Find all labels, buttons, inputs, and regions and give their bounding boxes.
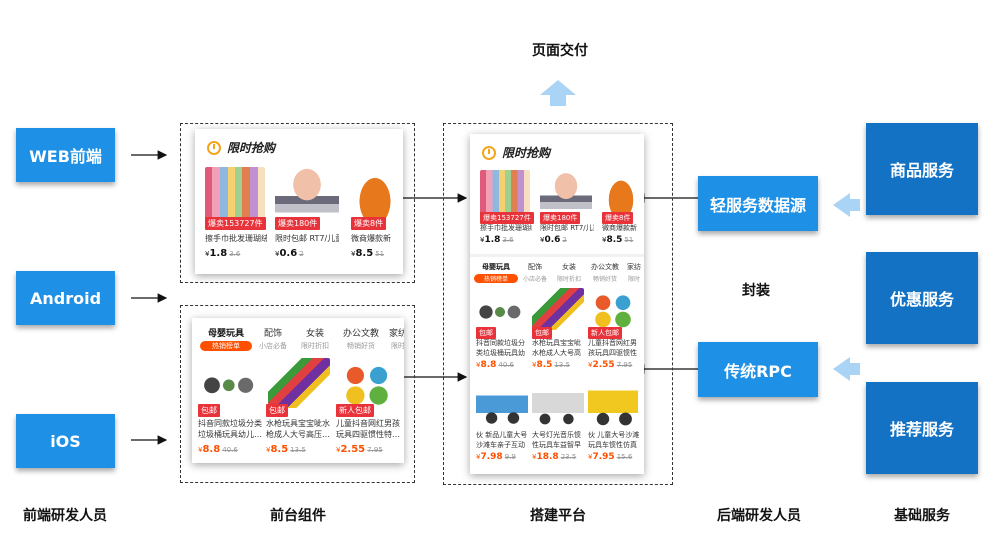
tab-womens-wear[interactable]: 女装限时折扣	[552, 262, 586, 283]
product-image	[351, 165, 399, 221]
discount-service-box: 优惠服务	[866, 252, 978, 344]
product-image	[200, 360, 260, 406]
tab-home-textiles[interactable]: 家纺限时	[386, 326, 404, 351]
flashsale-title: 限时抢购	[502, 144, 550, 161]
category-tabs: 母婴玩具热销榜单 配饰小店必备 女装限时折扣 办公文教畅销好货 家纺限时	[474, 262, 644, 283]
frontend-components-caption: 前台组件	[248, 505, 348, 525]
product-title: 抖音同款垃圾分类垃圾桶玩具幼儿…	[476, 338, 528, 358]
product-tag: 爆卖8件	[351, 217, 386, 230]
product-image	[205, 167, 265, 221]
section-divider	[470, 254, 644, 257]
product-image	[602, 170, 640, 216]
arrow-goods-to-lightservice	[833, 193, 860, 217]
category-tabs: 母婴玩具热销榜单 配饰小店必备 女装限时折扣 办公文教畅销好货 家纺限时	[200, 326, 404, 351]
product-title: 擦手巾批发珊瑚绒…	[205, 233, 267, 244]
product-title: 擦手巾批发珊瑚绒…	[480, 223, 532, 234]
product-tag: 爆卖180件	[275, 217, 320, 230]
product-image	[532, 288, 584, 330]
product-title: 伙 新品儿童大号沙滩车亲子互动便…	[476, 430, 528, 450]
product-image	[588, 378, 638, 428]
product-image	[268, 358, 330, 408]
flashsale-title: 限时抢购	[227, 139, 275, 156]
product-image	[476, 290, 526, 330]
recommend-service-box: 推荐服务	[866, 382, 978, 474]
product-image	[588, 288, 638, 330]
product-title: 儿童抖音网红男孩玩具四驱惯性特…	[588, 338, 640, 358]
product-image	[480, 170, 530, 216]
tab-mother-baby-toys[interactable]: 母婴玩具热销榜单	[200, 326, 252, 351]
tab-mother-baby-toys[interactable]: 母婴玩具热销榜单	[474, 262, 518, 283]
product-title: 伙 儿童大号沙滩玩具车惯性仿真工…	[588, 430, 640, 450]
product-title: 儿童抖音网红男孩玩具四驱惯性特…	[336, 418, 400, 440]
client-ios-box: iOS	[16, 414, 115, 468]
product-image	[275, 165, 339, 221]
product-tag: 爆卖153727件	[205, 217, 266, 230]
tab-office-stationery[interactable]: 办公文教畅销好货	[586, 262, 624, 283]
product-tag: 包邮	[266, 404, 288, 417]
tab-office-stationery[interactable]: 办公文教畅销好货	[336, 326, 386, 351]
product-image	[540, 170, 592, 216]
clock-icon	[482, 146, 496, 160]
tab-accessories[interactable]: 配饰小店必备	[518, 262, 552, 283]
product-title: 限时包邮 RT7/儿童…	[540, 223, 594, 234]
platform-caption: 搭建平台	[508, 505, 608, 525]
base-services-caption: 基础服务	[870, 505, 974, 525]
product-title: 抖音同款垃圾分类垃圾桶玩具幼儿…	[198, 418, 262, 440]
frontend-devs-caption: 前端研发人员	[10, 505, 120, 525]
product-title: 水枪玩具宝宝呲水枪成人大号高压…	[266, 418, 330, 440]
encapsulate-label: 封装	[728, 280, 784, 300]
product-title: 限时包邮 RT7/儿童…	[275, 233, 339, 244]
product-tag: 包邮	[198, 404, 220, 417]
category-card: 母婴玩具热销榜单 配饰小店必备 女装限时折扣 办公文教畅销好货 家纺限时 包邮 …	[192, 318, 404, 463]
product-title: 水枪玩具宝宝呲水枪成人大号高压…	[532, 338, 584, 358]
product-image	[532, 378, 584, 428]
light-service-datasource-box: 轻服务数据源	[698, 176, 818, 231]
goods-service-box: 商品服务	[866, 123, 978, 215]
tab-home-textiles[interactable]: 家纺限时	[624, 262, 644, 283]
product-tag: 新人包邮	[336, 404, 374, 417]
client-web-box: WEB前端	[16, 128, 115, 182]
backend-devs-caption: 后端研发人员	[704, 505, 814, 525]
tab-womens-wear[interactable]: 女装限时折扣	[294, 326, 336, 351]
delivery-label: 页面交付	[520, 40, 600, 60]
flashsale-card: 限时抢购 爆卖153727件 擦手巾批发珊瑚绒… ¥1.83.6 爆卖180件 …	[195, 129, 403, 274]
legacy-rpc-box: 传统RPC	[698, 342, 818, 397]
client-android-box: Android	[16, 271, 115, 325]
delivery-up-arrow	[540, 80, 576, 106]
product-title: 微商爆款新	[351, 233, 401, 244]
product-image	[338, 358, 396, 408]
product-title: 微商爆款新	[602, 223, 642, 234]
clock-icon	[207, 141, 221, 155]
platform-page-card: 限时抢购 爆卖153727件 擦手巾批发珊瑚绒… ¥1.83.6 爆卖180件 …	[470, 134, 644, 474]
arrow-discount-to-rpc	[833, 357, 860, 381]
product-image	[476, 378, 528, 428]
product-title: 大号灯光音乐惯性玩具车益智早教…	[532, 430, 584, 450]
tab-accessories[interactable]: 配饰小店必备	[252, 326, 294, 351]
